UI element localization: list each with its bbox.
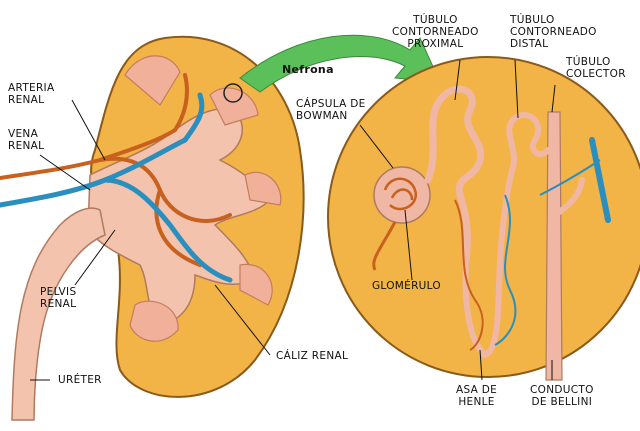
conducto-bellini-line-1: CONDUCTO bbox=[530, 384, 594, 396]
tubulo-proximal-line-3: PROXIMAL bbox=[407, 38, 464, 50]
pelvis-renal-line-2: RENAL bbox=[40, 298, 77, 310]
nephron-origin-marker bbox=[223, 83, 243, 103]
arteria-renal-line-2: RENAL bbox=[8, 94, 45, 106]
afferent-vessel bbox=[372, 221, 397, 271]
vein-outflow bbox=[589, 137, 611, 223]
asa-henle-line-1: ASA DE bbox=[456, 384, 498, 396]
tubulo-distal-line-3: DISTAL bbox=[510, 38, 549, 50]
capsula-bowman-line-1: CÁPSULA DE bbox=[296, 98, 366, 110]
loop-of-henle bbox=[462, 167, 515, 359]
tubulo-distal-line-1: TÚBULO bbox=[510, 14, 555, 26]
nephron-zoom-circle bbox=[327, 56, 640, 378]
tubulo-proximal-line-2: CONTORNEADO bbox=[392, 26, 479, 38]
pyramid-3 bbox=[244, 171, 282, 206]
arteria-renal-line-1: ARTERIA bbox=[8, 82, 55, 94]
arteria-renal-label: ARTERIA RENAL bbox=[8, 82, 54, 106]
glomerulo-label: GLOMÉRULO bbox=[372, 280, 441, 292]
asa-henle-line-2: HENLE bbox=[458, 396, 495, 408]
pyramid-1 bbox=[124, 55, 181, 106]
vena-renal-label: VENA RENAL bbox=[8, 128, 44, 152]
tubulo-colector-line-2: COLECTOR bbox=[566, 68, 626, 80]
ureter-tube bbox=[11, 207, 106, 421]
collecting-tubule-branch bbox=[552, 177, 585, 218]
vena-renal-line-2: RENAL bbox=[8, 140, 45, 152]
renal-vein bbox=[0, 92, 233, 283]
tubulo-proximal-line-1: TÚBULO bbox=[413, 14, 458, 26]
conducto-bellini-label: CONDUCTO DE BELLINI bbox=[530, 384, 594, 408]
tubulo-proximal-label: TÚBULO CONTORNEADO PROXIMAL bbox=[392, 14, 479, 50]
nephron-label: Nefrona bbox=[282, 63, 334, 76]
conducto-bellini-line-2: DE BELLINI bbox=[531, 396, 593, 408]
distal-tubule bbox=[506, 112, 551, 173]
pyramid-2 bbox=[209, 87, 259, 126]
glomerulus-capillaries bbox=[383, 177, 418, 211]
pelvis-renal-label: PELVIS RENAL bbox=[40, 286, 76, 310]
capsula-bowman-label: CÁPSULA DE BOWMAN bbox=[296, 98, 366, 122]
asa-henle-label: ASA DE HENLE bbox=[456, 384, 497, 408]
pyramid-5 bbox=[129, 300, 179, 342]
tubulo-colector-line-1: TÚBULO bbox=[566, 56, 611, 68]
tubulo-colector-label: TÚBULO COLECTOR bbox=[566, 56, 626, 80]
tubulo-distal-label: TÚBULO CONTORNEADO DISTAL bbox=[510, 14, 597, 50]
vena-renal-line-1: VENA bbox=[8, 128, 39, 140]
proximal-tubule bbox=[424, 85, 485, 264]
leader-lines bbox=[30, 59, 556, 381]
bowman-capsule bbox=[373, 166, 431, 224]
capsula-bowman-line-2: BOWMAN bbox=[296, 110, 348, 122]
collecting-duct bbox=[545, 111, 563, 381]
pyramid-4 bbox=[239, 263, 273, 306]
caliz-renal-label: CÁLIZ RENAL bbox=[276, 350, 349, 362]
ureter-label: URÉTER bbox=[58, 374, 102, 386]
tubulo-distal-line-2: CONTORNEADO bbox=[510, 26, 597, 38]
renal-artery bbox=[0, 73, 232, 267]
pelvis-renal-line-1: PELVIS bbox=[40, 286, 77, 298]
renal-pyramids bbox=[124, 55, 282, 342]
